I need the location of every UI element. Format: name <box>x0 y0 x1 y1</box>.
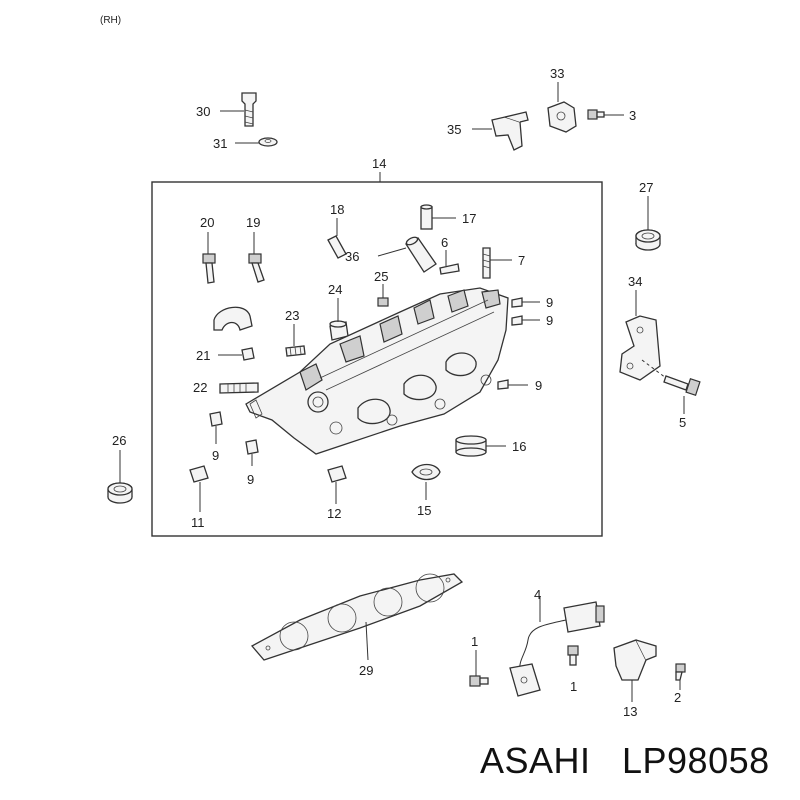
tube-36 <box>405 236 437 273</box>
callout-23: 23 <box>285 308 299 323</box>
callout-5: 5 <box>679 415 686 430</box>
bolt-25 <box>377 297 389 307</box>
callout-16: 16 <box>512 439 526 454</box>
callout-9-d: 9 <box>212 448 219 463</box>
callout-7: 7 <box>518 253 525 268</box>
bracket-13 <box>613 639 657 681</box>
callout-35: 35 <box>447 122 461 137</box>
callout-9-e: 9 <box>247 472 254 487</box>
stud-23 <box>285 345 306 357</box>
bolt-30 <box>241 92 257 127</box>
oil-seal-27 <box>635 229 661 251</box>
callout-31: 31 <box>213 136 227 151</box>
callout-9-c: 9 <box>535 378 542 393</box>
callout-21: 21 <box>196 348 210 363</box>
callout-25: 25 <box>374 269 388 284</box>
tube-17 <box>420 204 433 230</box>
part-number: LP98058 <box>622 740 770 781</box>
callout-26: 26 <box>112 433 126 448</box>
cylinder-head <box>245 287 509 455</box>
callout-1-b: 1 <box>570 679 577 694</box>
stud-6 <box>439 263 460 275</box>
callout-20: 20 <box>200 215 214 230</box>
seal-15 <box>411 463 441 481</box>
callout-4: 4 <box>534 587 541 602</box>
callout-3: 3 <box>629 108 636 123</box>
callout-6: 6 <box>441 235 448 250</box>
callout-27: 27 <box>639 180 653 195</box>
stud-7 <box>482 247 491 279</box>
bolt-1-a <box>469 675 489 687</box>
plug-21 <box>241 347 255 361</box>
brand-name: ASAHI <box>480 740 591 781</box>
plug-9-c <box>497 379 509 390</box>
callout-22: 22 <box>193 380 207 395</box>
plug-9-d <box>209 411 223 427</box>
callout-12: 12 <box>327 506 341 521</box>
callout-19: 19 <box>246 215 260 230</box>
callout-11: 11 <box>191 515 205 530</box>
stud-22 <box>219 382 259 394</box>
plug-12 <box>327 465 347 483</box>
bolt-20 <box>202 253 216 284</box>
callout-13: 13 <box>623 704 637 719</box>
callout-14: 14 <box>372 156 386 171</box>
callout-9-b: 9 <box>546 313 553 328</box>
callout-1-a: 1 <box>471 634 478 649</box>
callout-30: 30 <box>196 104 210 119</box>
callout-33: 33 <box>550 66 564 81</box>
bolt-1-b <box>567 645 579 666</box>
callout-36: 36 <box>345 249 359 264</box>
plug-9-b <box>511 315 523 326</box>
bolt-19 <box>248 253 265 283</box>
oil-seal-26 <box>107 482 133 504</box>
callout-24: 24 <box>328 282 342 297</box>
callout-17: 17 <box>462 211 476 226</box>
assembly-frame <box>151 181 603 537</box>
washer-31 <box>258 137 278 147</box>
callout-9-a: 9 <box>546 295 553 310</box>
callout-29: 29 <box>359 663 373 678</box>
plug-11 <box>189 465 209 483</box>
camshaft-sensor-4 <box>509 601 605 697</box>
pin-18 <box>327 235 347 259</box>
seal-ring-16 <box>455 435 487 457</box>
bracket-35 <box>491 111 529 151</box>
head-gasket-29 <box>250 573 464 661</box>
callout-2: 2 <box>674 690 681 705</box>
bracket-33 <box>547 101 577 133</box>
callout-15: 15 <box>417 503 431 518</box>
plug-9-a <box>511 297 523 308</box>
bolt-3 <box>587 109 605 120</box>
cam-cap-bearing <box>213 306 253 331</box>
side-label: (RH) <box>100 15 121 26</box>
callout-34: 34 <box>628 274 642 289</box>
plug-9-e <box>245 439 259 455</box>
bracket-34 <box>619 315 661 381</box>
bolt-5 <box>663 375 701 396</box>
bolt-2 <box>675 663 686 681</box>
callout-18: 18 <box>330 202 344 217</box>
